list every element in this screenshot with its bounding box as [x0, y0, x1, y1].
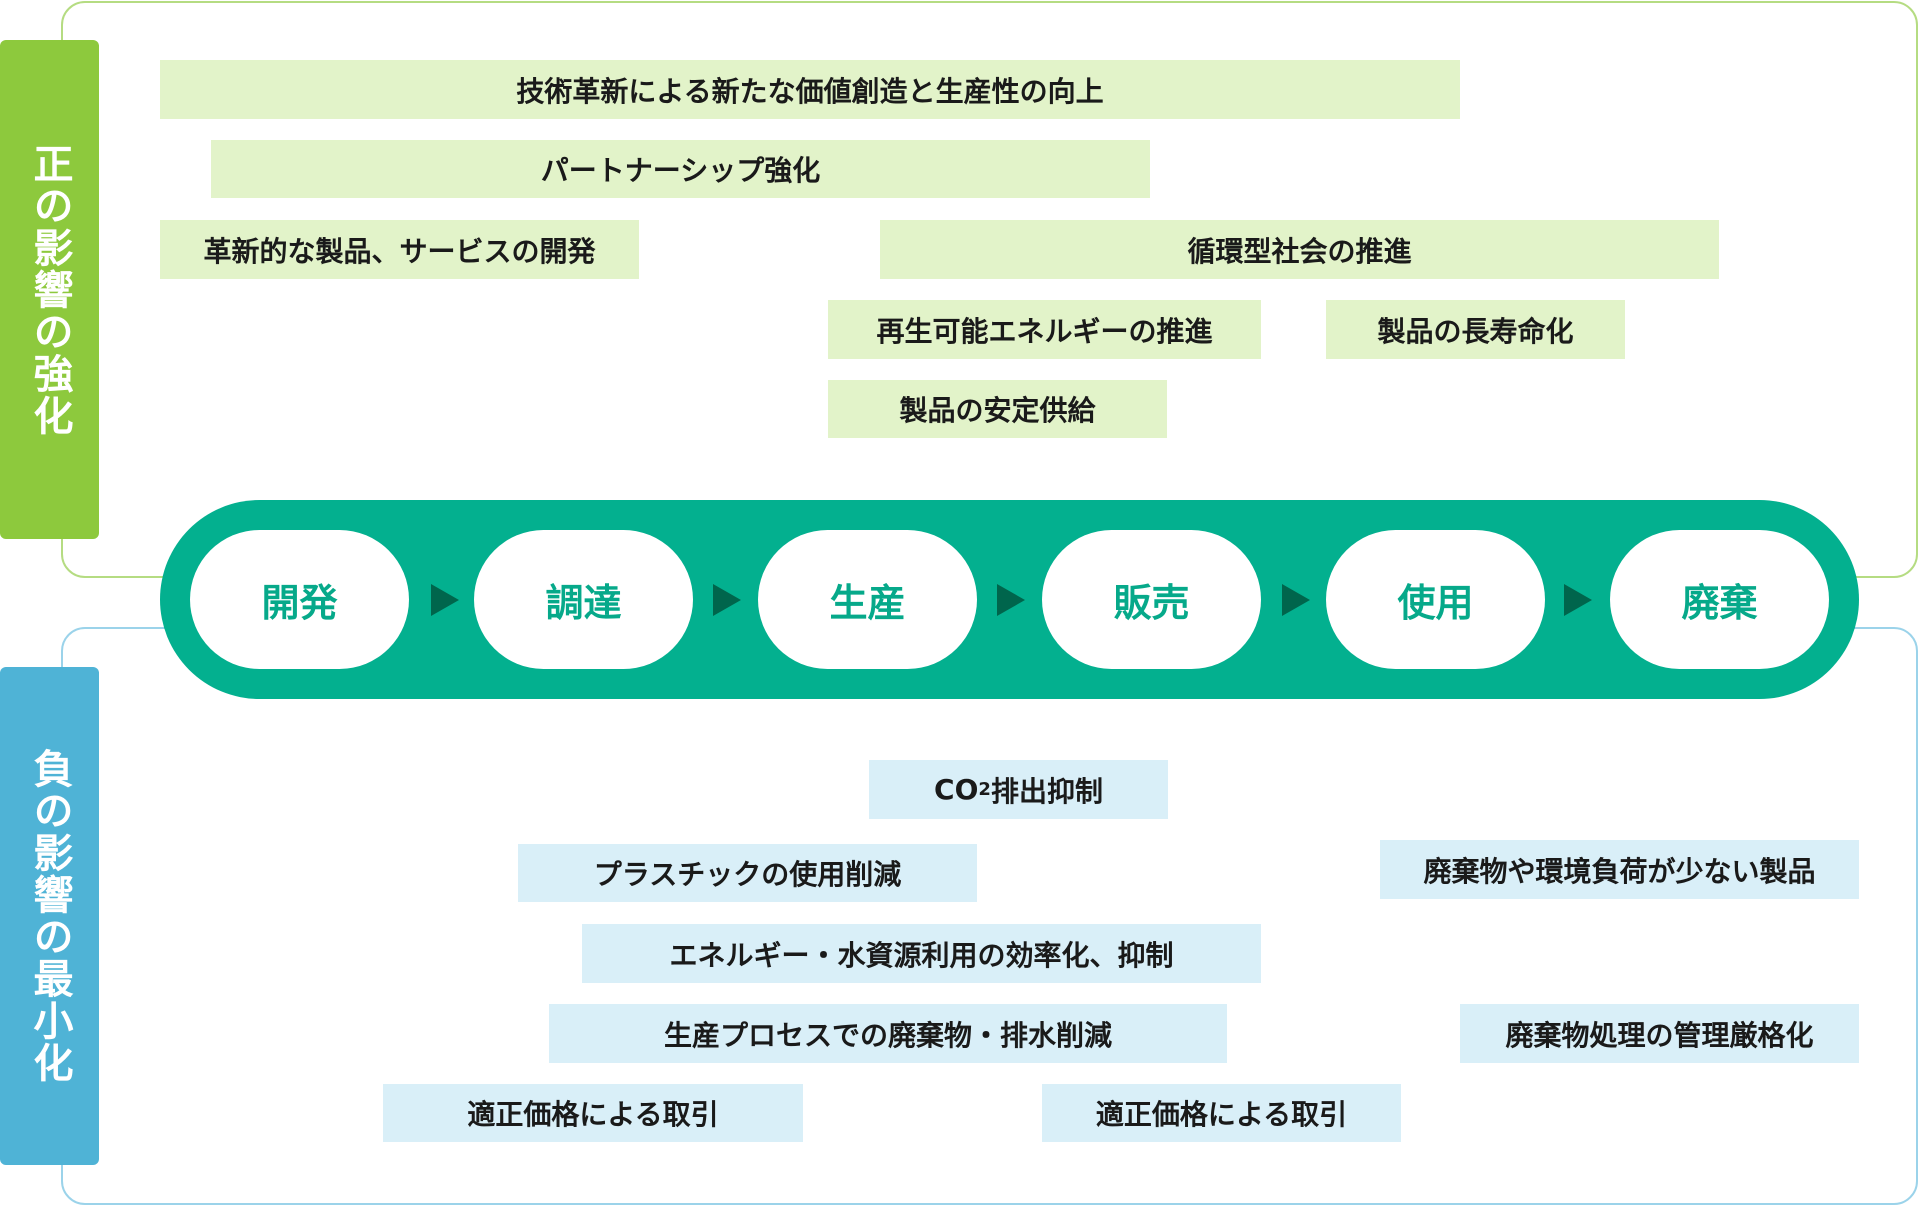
positive-item: 製品の安定供給	[828, 380, 1167, 438]
stage-development: 開発	[190, 530, 409, 669]
arrow-right-icon	[1282, 584, 1310, 616]
stage-production: 生産	[758, 530, 977, 669]
arrow-right-icon	[431, 584, 459, 616]
negative-item: 生産プロセスでの廃棄物・排水削減	[549, 1004, 1227, 1063]
positive-item: 製品の長寿命化	[1326, 300, 1625, 359]
positive-item: 再生可能エネルギーの推進	[828, 300, 1261, 359]
positive-item: 技術革新による新たな価値創造と生産性の向上	[160, 60, 1460, 119]
positive-impact-label: 正の影響の強化	[0, 40, 99, 539]
co2-prefix: CO	[934, 773, 979, 806]
negative-item: エネルギー・水資源利用の効率化、抑制	[582, 924, 1261, 983]
negative-impact-frame	[61, 627, 1918, 1205]
co2-suffix: 排出抑制	[990, 774, 1103, 808]
negative-impact-label: 負の影響の最小化	[0, 667, 99, 1165]
positive-item: 循環型社会の推進	[880, 220, 1719, 279]
stage-procurement: 調達	[474, 530, 693, 669]
negative-item: プラスチックの使用削減	[518, 844, 977, 902]
stage-disposal: 廃棄	[1610, 530, 1829, 669]
negative-item: 廃棄物や環境負荷が少ない製品	[1380, 840, 1859, 899]
co2-subscript: 2	[978, 779, 991, 800]
negative-item: 適正価格による取引	[383, 1084, 803, 1142]
stage-use: 使用	[1326, 530, 1545, 669]
arrow-right-icon	[997, 584, 1025, 616]
positive-impact-label-text: 正の影響の強化	[26, 142, 73, 437]
arrow-right-icon	[1564, 584, 1592, 616]
negative-item: 適正価格による取引	[1042, 1084, 1401, 1142]
stage-sales: 販売	[1042, 530, 1261, 669]
negative-impact-label-text: 負の影響の最小化	[26, 748, 73, 1084]
positive-item: パートナーシップ強化	[211, 140, 1150, 198]
positive-item: 革新的な製品、サービスの開発	[160, 220, 639, 279]
negative-item: 廃棄物処理の管理厳格化	[1460, 1004, 1859, 1063]
arrow-right-icon	[713, 584, 741, 616]
